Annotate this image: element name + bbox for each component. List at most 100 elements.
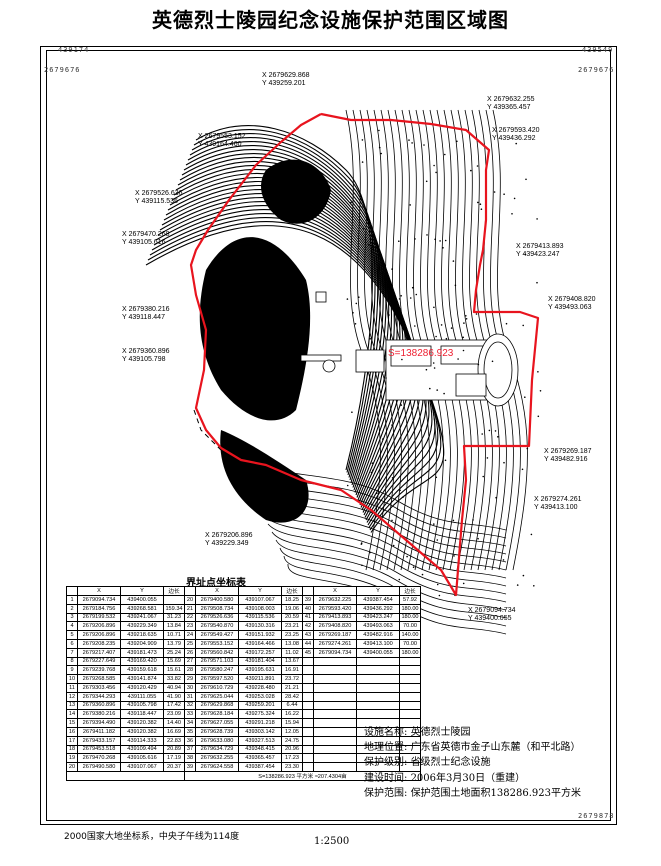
table-cell <box>313 665 357 676</box>
survey-point <box>411 142 413 144</box>
table-cell <box>399 656 421 667</box>
table-cell: 4 <box>66 621 78 632</box>
survey-point <box>537 415 540 418</box>
table-cell: 6 <box>66 638 78 649</box>
survey-point <box>415 293 418 296</box>
table-cell <box>302 691 314 702</box>
survey-point <box>398 578 401 581</box>
contour-line <box>263 515 507 587</box>
table-cell: 38 <box>184 753 196 764</box>
survey-point <box>502 559 505 561</box>
table-cell: 28.42 <box>281 691 303 702</box>
table-cell: 2679184.756 <box>77 603 121 614</box>
survey-point <box>505 322 508 325</box>
protection-boundary <box>189 112 540 597</box>
table-cell: 31.23 <box>163 612 185 623</box>
table-cell: 22 <box>184 612 196 623</box>
table-cell: 2679206.896 <box>77 621 121 632</box>
table-cell: 21.21 <box>281 682 303 693</box>
table-cell: 41.90 <box>163 691 185 702</box>
table-cell: 159.34 <box>163 603 185 614</box>
survey-point <box>465 318 468 320</box>
table-cell: 19.06 <box>281 603 303 614</box>
survey-point <box>488 429 491 432</box>
table-cell: 13 <box>66 700 78 711</box>
table-cell: 2679634.729 <box>195 744 239 755</box>
table-cell: 41 <box>302 612 314 623</box>
table-cell: 439159.618 <box>120 665 164 676</box>
table-cell: 12.05 <box>281 726 303 737</box>
table-cell: 2679408.820 <box>313 621 357 632</box>
area-note: S=138286.923 平方米 ≈207.4304亩 <box>184 770 421 781</box>
table-cell: 439151.932 <box>238 630 282 640</box>
survey-point <box>362 228 365 230</box>
survey-point <box>439 240 441 242</box>
survey-point <box>477 537 479 540</box>
table-cell: 2679303.456 <box>77 682 121 693</box>
survey-point <box>371 462 374 465</box>
info-location: 地理位置: 广东省英德市金子山东麓（和平北路） <box>364 742 581 754</box>
table-cell: 57.92 <box>399 595 421 605</box>
table-cell <box>399 665 421 676</box>
table-cell: 35 <box>184 726 196 737</box>
table-cell <box>302 753 314 764</box>
survey-point <box>432 362 435 364</box>
table-cell: 439105.798 <box>120 700 164 711</box>
contour-line <box>193 129 376 473</box>
survey-point <box>354 323 357 325</box>
table-cell: 180.00 <box>399 612 421 623</box>
memorial-buildings <box>300 291 519 407</box>
table-cell <box>399 709 421 720</box>
survey-point <box>392 544 395 547</box>
table-cell: 439195.631 <box>238 665 282 676</box>
table-cell: 439303.142 <box>238 726 282 737</box>
survey-point <box>525 178 527 181</box>
table-cell: 439105.616 <box>120 753 164 764</box>
table-cell: 439181.404 <box>238 656 282 667</box>
table-cell <box>302 762 314 772</box>
table-cell: 14 <box>66 709 78 720</box>
table-cell <box>163 595 185 605</box>
table-cell: 33.82 <box>163 674 185 684</box>
survey-point <box>391 268 393 270</box>
survey-point <box>400 295 403 297</box>
table-cell <box>313 674 357 684</box>
survey-point <box>436 389 439 391</box>
table-cell: 2679208.235 <box>77 638 121 649</box>
table-cell <box>356 691 400 702</box>
survey-point <box>409 204 412 206</box>
contour-line <box>175 165 401 496</box>
survey-point <box>350 201 352 204</box>
table-cell <box>313 691 357 702</box>
survey-point <box>494 430 497 432</box>
table-cell: 20.59 <box>281 612 303 623</box>
table-cell: 439229.349 <box>120 621 164 632</box>
table-cell <box>356 665 400 676</box>
table-cell: 2679380.216 <box>77 709 121 720</box>
table-cell: 439108.003 <box>238 603 282 614</box>
table-cell: 25.24 <box>163 647 185 658</box>
table-cell: 439107.067 <box>120 762 164 772</box>
survey-point <box>402 496 404 499</box>
survey-point <box>399 489 401 492</box>
survey-point <box>380 152 383 155</box>
survey-point <box>479 203 482 205</box>
table-cell <box>302 726 314 737</box>
table-cell: 2679227.649 <box>77 656 121 667</box>
table-cell: 2679508.734 <box>195 603 239 614</box>
survey-point <box>537 371 539 373</box>
table-cell: 439120.429 <box>120 682 164 693</box>
table-cell: 10 <box>66 674 78 684</box>
table-cell: 180.00 <box>399 603 421 614</box>
survey-point <box>372 469 374 472</box>
survey-point <box>493 191 496 193</box>
